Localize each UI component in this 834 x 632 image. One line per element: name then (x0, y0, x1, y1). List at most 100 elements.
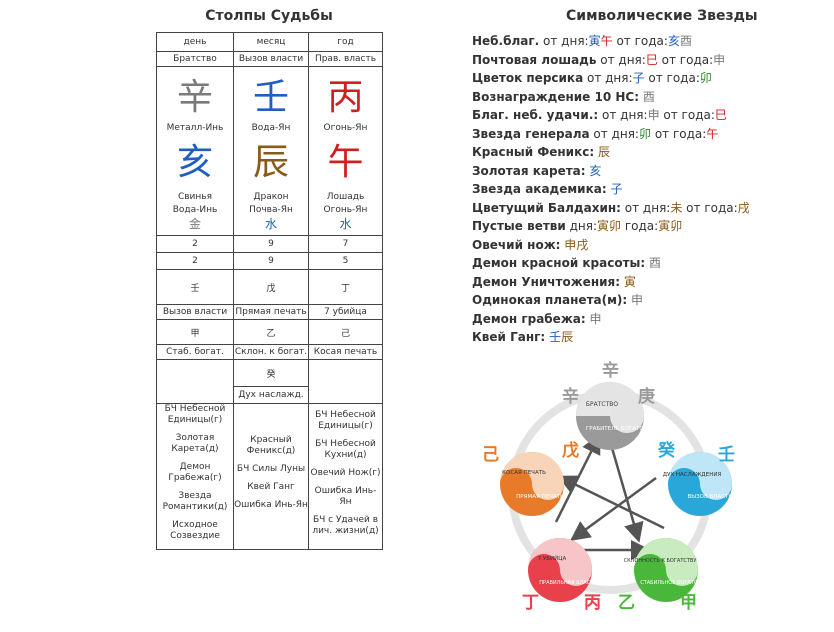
star-day-1: БЧ Небесной Единицы(г) (164, 404, 226, 425)
hidden-stem-month-2: 乙 (233, 319, 309, 345)
symbolic-row: Звезда академика: 子 (472, 182, 623, 196)
stem-day-label: Металл-Инь (166, 122, 224, 133)
branch-day: 亥 (176, 141, 213, 183)
star-day-2: Золотая Карета(д) (171, 433, 219, 454)
star-year-4: Ошибка Инь-Ян (314, 485, 377, 507)
pillar-day: 辛 Металл-Инь 亥 Свинья Вода-Инь 金 (156, 66, 234, 236)
char-earth-a: 己 (482, 445, 499, 465)
stem-year: 丙 (327, 76, 364, 118)
star-year-3: Овечий Нож(г) (310, 467, 381, 478)
pillars-table: день месяц год Братство Вызов власти Пра… (156, 32, 383, 550)
number-year-1: 7 (308, 235, 383, 253)
char-fire-a: 丁 (522, 593, 539, 613)
hidden-stem-day-2: 甲 (156, 319, 234, 345)
metal-bottom-label: ГРАБИТЕЛЬ БОГАТСТВА (586, 426, 654, 432)
symbolic-row: Золотая карета: 亥 (472, 163, 602, 178)
branch-day-element: Вода-Инь (172, 204, 218, 215)
hidden-stem-year-1: 丁 (308, 269, 383, 305)
star-day-5: Исходное Созвездие (170, 520, 220, 541)
symbolic-row: Демон грабежа: 申 (472, 311, 602, 326)
hidden-god-day-2: Стаб. богат. (156, 344, 234, 360)
fire-circle: 7 УБИЙЦА ПРАВИЛЬНАЯ ВЛАСТЬ (528, 538, 597, 602)
symbolic-row: Цветок персика от дня:子 от года:卯 (472, 71, 712, 85)
earth-top-label: КОСАЯ ПЕЧАТЬ (502, 470, 546, 476)
hidden-god-month-2: Склон. к богат. (233, 344, 309, 360)
stars-year: БЧ Небесной Единицы(г) БЧ Небесной Кухни… (308, 403, 383, 550)
number-day-2: 2 (156, 252, 234, 270)
star-year-1: БЧ Небесной Единицы(г) (315, 409, 376, 431)
symbolic-row: Квей Ганг: 壬辰 (472, 330, 574, 344)
symbolic-title: Символические Звезды (566, 8, 758, 24)
branch-month: 辰 (252, 141, 289, 183)
symbolic-row: Звезда генерала от дня:卯 от года:午 (472, 126, 719, 141)
symbolic-row: Пустые ветви дня:寅卯 года:寅卯 (472, 219, 683, 233)
metal-circle: БРАТСТВО ГРАБИТЕЛЬ БОГАТСТВА (576, 382, 654, 450)
metal-top-label: БРАТСТВО (586, 401, 618, 408)
hidden-god-year-2: Косая печать (308, 344, 383, 360)
pillars-title: Столпы Судьбы (205, 8, 333, 24)
stem-day: 辛 (176, 76, 213, 118)
wood-circle: СКЛОННОСТЬ К БОГАТСТВУ СТАБИЛЬНОЕ БОГАТС… (624, 538, 708, 602)
symbolic-row: Красный Феникс: 辰 (472, 145, 610, 159)
pillar-month: 壬 Вода-Ян 辰 Дракон Почва-Ян 水 (233, 66, 309, 236)
hidden-god-month-1: Прямая печать (233, 304, 309, 320)
fire-top-label: 7 УБИЙЦА (538, 555, 567, 562)
wood-bottom-label: СТАБИЛЬНОЕ БОГАТСТВО (640, 580, 708, 586)
stem-year-label: Огонь-Ян (323, 122, 368, 133)
char-wood-b: 甲 (680, 593, 697, 613)
hidden-empty-year (308, 359, 383, 404)
god-month: Вызов власти (233, 51, 309, 67)
star-month-4: Ошибка Инь-Ян (234, 500, 308, 510)
star-year-2: БЧ Небесной Кухни(д) (315, 438, 376, 460)
char-water-a: 癸 (657, 440, 676, 461)
branch-month-element: Почва-Ян (249, 204, 293, 215)
branch-year-hidden: 水 (339, 216, 352, 231)
branch-month-hidden: 水 (264, 216, 277, 231)
control-star (554, 433, 665, 560)
symbolic-star-list: Неб.благ. от дня:寅午 от года:亥酉 Почтовая … (472, 32, 822, 347)
star-month-2: БЧ Силы Луны (236, 464, 306, 474)
char-earth-b: 戊 (562, 440, 579, 461)
star-year-5: БЧ с Удачей в лич. жизни(д) (312, 514, 379, 536)
wood-top-label: СКЛОННОСТЬ К БОГАТСТВУ (624, 558, 697, 564)
branch-year-animal: Лошадь (326, 191, 365, 202)
symbolic-row: Благ. неб. удачи.: от дня:申 от года:巳 (472, 108, 727, 122)
char-metal-top: 辛 (602, 360, 619, 381)
god-day: Братство (156, 51, 234, 67)
hidden-stem-month-1: 戊 (233, 269, 309, 305)
stem-month-label: Вода-Ян (251, 122, 291, 133)
star-day-4: Звезда Романтики(д) (162, 491, 228, 512)
stem-month: 壬 (252, 76, 289, 118)
hz-red: 寅午 (588, 34, 613, 48)
char-wood-a: 乙 (618, 593, 635, 613)
hidden-god-day-1: Вызов власти (156, 304, 234, 320)
branch-day-hidden: 金 (188, 216, 201, 231)
symbolic-row: Овечий нож: 申戌 (472, 237, 589, 252)
char-metal-left: 辛 (562, 386, 579, 407)
branch-month-animal: Дракон (253, 191, 289, 202)
stars-day: БЧ Небесной Единицы(г) Золотая Карета(д)… (156, 403, 234, 550)
branch-year-element: Огонь-Ян (323, 204, 368, 215)
fire-bottom-label: ПРАВИЛЬНАЯ ВЛАСТЬ (539, 580, 597, 586)
hidden-stem-day-1: 壬 (156, 269, 234, 305)
hidden-god-year-1: 7 убийца (308, 304, 383, 320)
symbolic-row: Почтовая лошадь от дня:巳 от года:申 (472, 52, 726, 67)
branch-year: 午 (327, 141, 364, 183)
hidden-stem-year-2: 己 (308, 319, 383, 345)
water-top-label: ДУХ НАСЛАЖДЕНИЯ (663, 472, 722, 478)
char-water-b: 壬 (718, 445, 735, 465)
symbolic-row: Демон Уничтожения: 寅 (472, 274, 636, 289)
header-month: месяц (233, 32, 309, 52)
hidden-god-month-3: Дух наслажд. (233, 386, 309, 404)
god-year: Прав. власть (308, 51, 383, 67)
char-fire-b: 丙 (584, 593, 601, 613)
number-month-2: 9 (233, 252, 309, 270)
star-day-3: Демон Грабежа(г) (168, 462, 222, 483)
symbolic-row: Вознаграждение 10 НС: 酉 (472, 89, 655, 104)
five-elements-diagram: БРАТСТВО ГРАБИТЕЛЬ БОГАТСТВА ДУХ НАСЛАЖД… (482, 360, 735, 613)
star-month-3: Квей Ганг (247, 482, 295, 492)
earth-circle: КОСАЯ ПЕЧАТЬ ПРЯМАЯ ПЕЧАТЬ (500, 452, 564, 516)
number-month-1: 9 (233, 235, 309, 253)
symbolic-row: Одинокая планета(м): 申 (472, 293, 644, 307)
hidden-stem-month-3: 癸 (233, 359, 309, 387)
